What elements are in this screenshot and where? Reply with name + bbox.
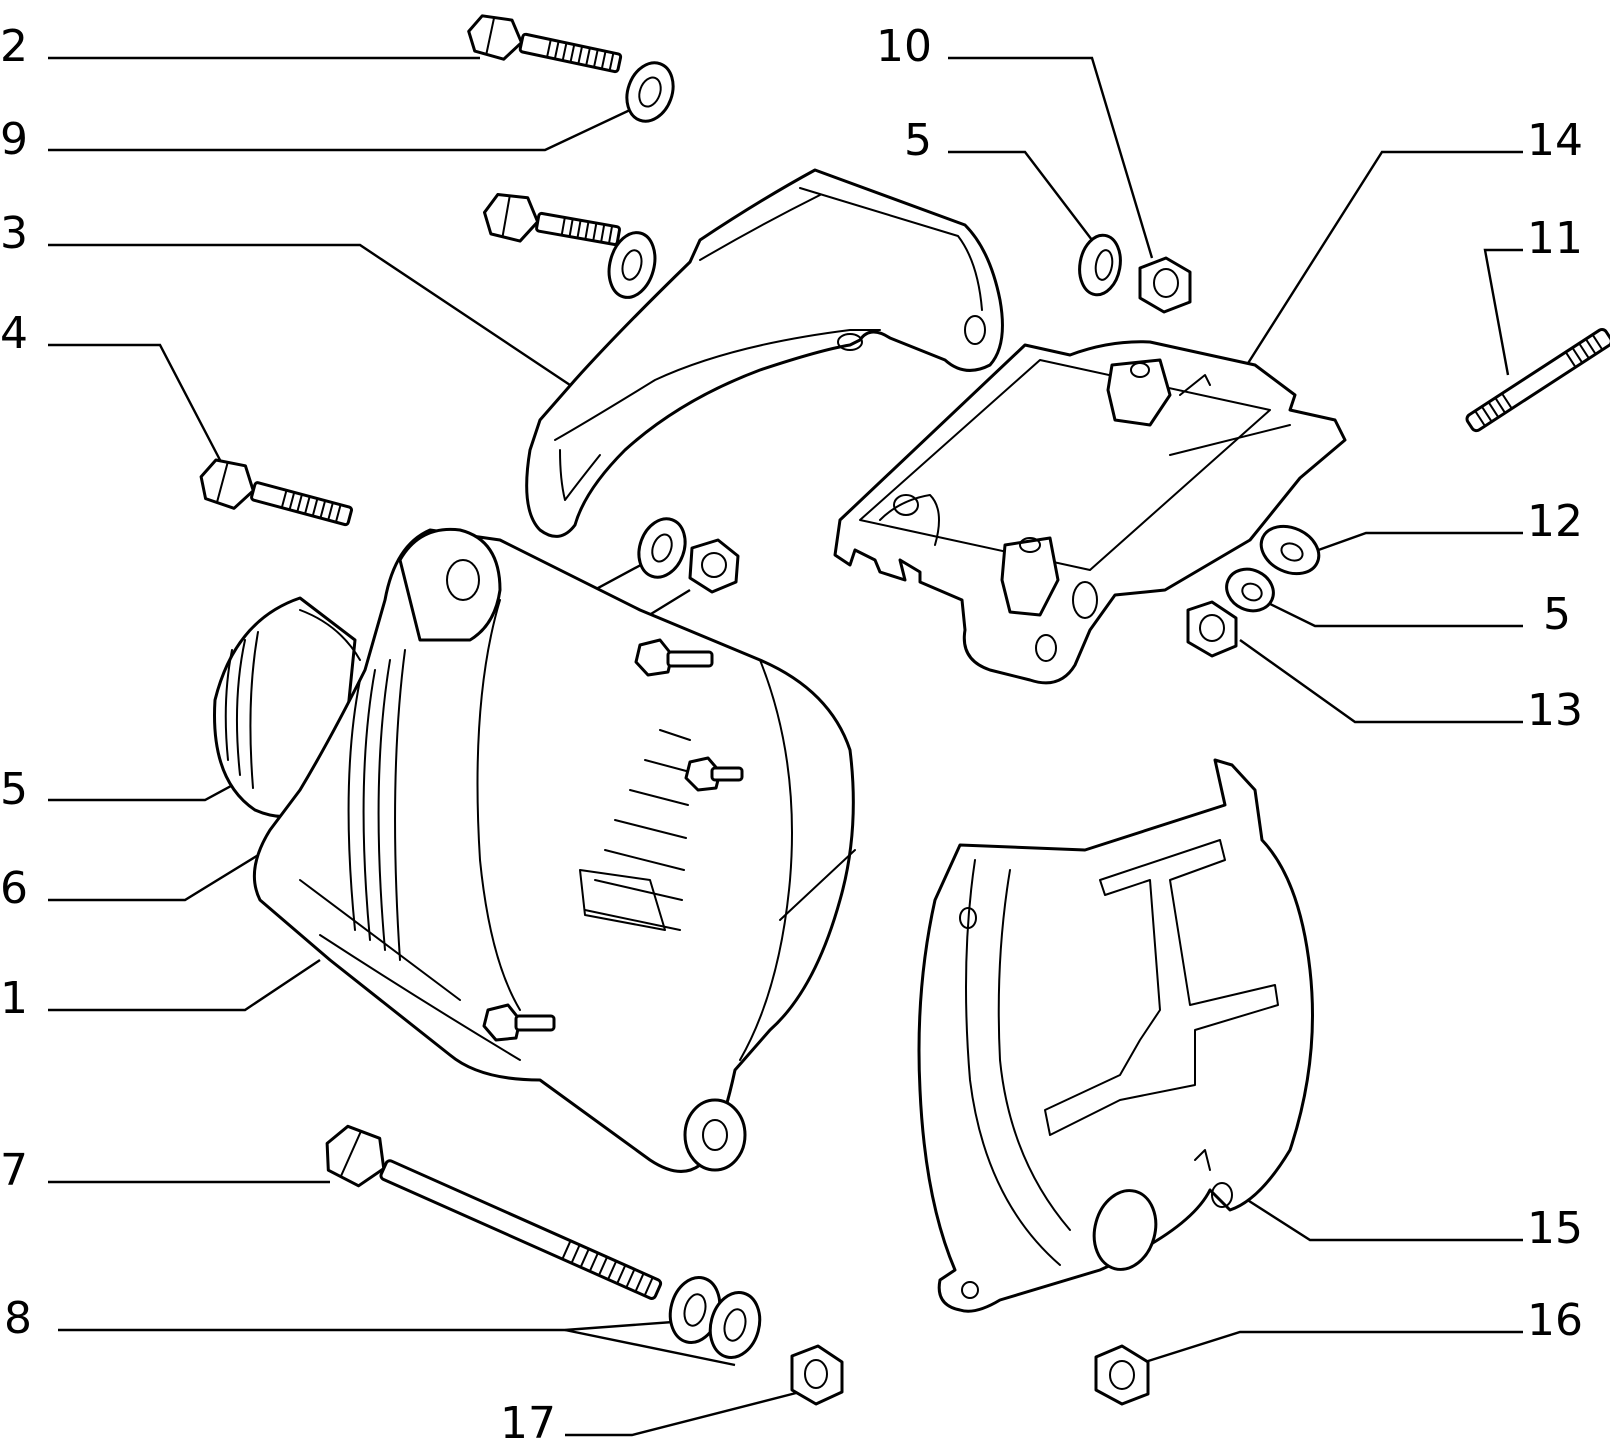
callout-16: 16 [1527,1295,1583,1346]
bracket-bolt [482,192,622,246]
callout-14: 14 [1527,115,1583,166]
part-6-nut [688,538,740,594]
callout-7: 7 [0,1145,28,1196]
part-14-plate [833,340,1347,685]
leader-8a [58,1318,701,1332]
part-1-alternator [213,527,856,1173]
callout-11: 11 [1527,213,1583,264]
leader-5-right [1261,598,1523,628]
leader-lines [48,56,1523,1437]
callout-3: 3 [0,208,28,259]
terminal-post-mid [684,756,744,792]
callout-12: 12 [1527,496,1583,547]
leader-17 [565,1390,801,1437]
leader-8b [564,1328,736,1367]
part-2-bolt [467,14,623,74]
leader-10 [948,56,1154,259]
leader-15 [1234,1190,1523,1242]
callout-5-left: 5 [0,764,28,815]
leader-16 [1144,1330,1523,1364]
part-4-bolt [199,458,353,527]
terminal-post-top [634,638,714,677]
terminal-post-bottom [482,1003,556,1042]
callout-5-top: 5 [904,115,932,166]
part-3-bracket [525,168,1004,538]
callout-5-right: 5 [1543,589,1571,640]
leader-3 [48,243,571,386]
callout-9: 9 [0,114,28,165]
part-5-washer-top [1078,233,1122,297]
part-8-washers [668,1276,762,1359]
callout-17: 17 [500,1398,556,1443]
part-5-washer-right [1225,567,1275,613]
part-11-stud [1465,328,1610,433]
callout-13: 13 [1527,685,1583,736]
callout-labels: 2 9 3 4 5 6 1 7 8 17 10 5 14 11 12 5 13 … [0,21,1583,1443]
leader-13 [1239,639,1523,724]
bracket-washer [607,231,657,299]
callout-8: 8 [4,1293,32,1344]
leader-12 [1309,531,1523,555]
callout-2: 2 [0,21,28,72]
callout-6: 6 [0,863,28,914]
leader-11 [1483,248,1523,376]
part-17-nut [790,1344,844,1406]
leader-1 [48,959,321,1012]
part-7-long-bolt [325,1124,663,1300]
leader-5-top [948,150,1093,241]
leader-4 [48,343,222,461]
leader-9 [48,108,631,152]
part-15-cover [917,758,1314,1313]
part-9-washer [625,61,675,123]
part-16-nut [1094,1344,1150,1406]
part-5-washer-left [637,517,687,579]
part-12-washer [1259,524,1321,576]
callout-1: 1 [0,973,28,1024]
callout-10: 10 [876,21,932,72]
part-10-nut [1138,256,1192,314]
callout-15: 15 [1527,1203,1583,1254]
part-13-nut [1186,600,1238,658]
callout-4: 4 [0,308,28,359]
leader-14 [1243,150,1523,369]
